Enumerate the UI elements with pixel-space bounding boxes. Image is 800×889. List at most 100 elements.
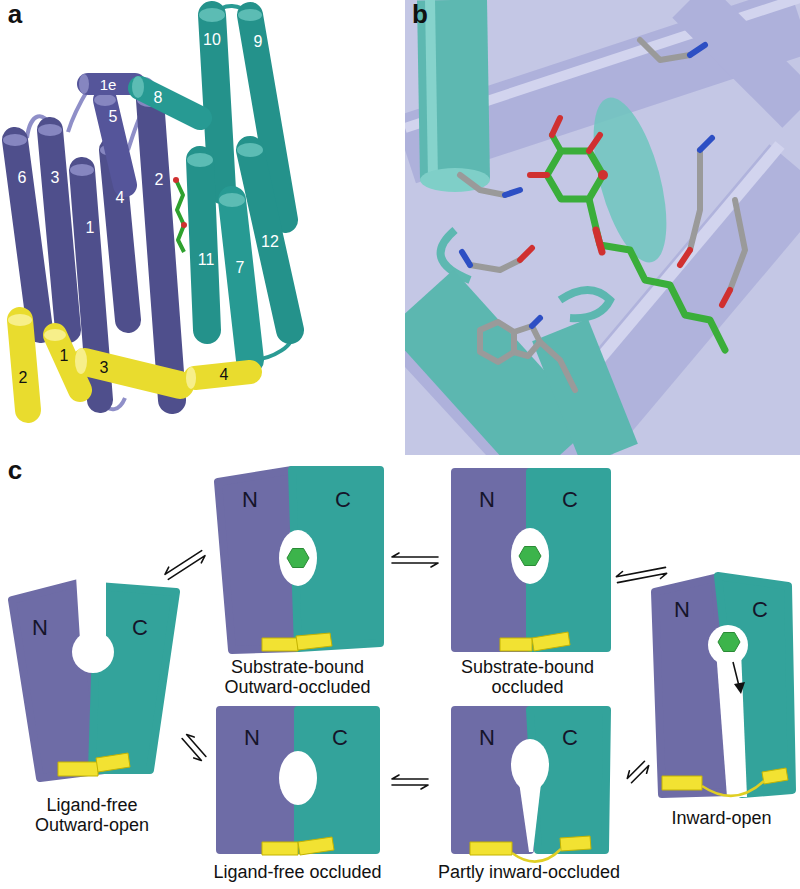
figure-shape (596, 230, 602, 252)
cavity-part (518, 775, 542, 852)
cavity-part (262, 638, 298, 651)
domain-letter: N (674, 598, 690, 622)
figure-shape (560, 290, 610, 318)
helix-number: 12 (261, 234, 279, 250)
helix-number: 1 (86, 220, 95, 236)
helix-number: 3 (100, 360, 109, 376)
cavity-part (734, 682, 745, 694)
cavity-group (58, 576, 130, 776)
state-label: Partly inward-occluded (430, 862, 628, 882)
domain-letter: N (32, 616, 48, 640)
panel-letter: b (412, 1, 428, 27)
figure-shape (238, 9, 262, 21)
cavity-drawing (205, 704, 390, 888)
helix-number: 5 (109, 109, 118, 125)
figure-shape (730, 200, 745, 290)
cavity-drawing (430, 704, 628, 888)
cavity-part (512, 849, 561, 862)
figure-shape (105, 100, 125, 185)
cavity-part (762, 768, 788, 784)
figure-shape (94, 94, 116, 106)
figure-shape (181, 222, 187, 228)
state-label-box: Substrate-bound Outward-occluded (205, 657, 390, 697)
cavity-part (262, 842, 298, 855)
cavity-part (519, 547, 541, 566)
domain-letter: C (132, 616, 148, 640)
cavity-part (279, 751, 317, 805)
cavity-drawing (648, 570, 795, 832)
figure-shape (690, 150, 700, 250)
state-label-box: Inward-open (648, 808, 795, 828)
cavity-part (718, 633, 740, 652)
figure-shape (132, 76, 144, 98)
figure-shape (430, 0, 433, 180)
domain-letter: C (335, 488, 351, 512)
cavity-part (662, 776, 702, 790)
figure-shape (560, 170, 800, 455)
state-label-box: Ligand-free Outward-open (27, 795, 157, 835)
figure-shape (50, 130, 68, 330)
helix-number: 6 (18, 170, 27, 186)
figure-shape (44, 329, 66, 341)
figure-shape (690, 0, 800, 110)
helix-number: 1 (60, 348, 69, 364)
cavity-group (500, 528, 570, 651)
domain-letter: C (332, 726, 348, 750)
equilibrium-arrow (392, 553, 438, 567)
helix-number: 7 (236, 260, 245, 276)
cavity-part (733, 662, 739, 686)
figure-shape (722, 290, 730, 305)
cavity-part (298, 837, 334, 855)
helix-number: 11 (198, 252, 215, 268)
cavity-part (716, 650, 747, 797)
figure-shape (140, 88, 200, 118)
figure-shape (470, 260, 520, 270)
state-label-box: Substrate-bound occluded (440, 657, 615, 697)
figure-shape (199, 8, 225, 22)
cavity-part (72, 631, 114, 673)
cavity-part (76, 576, 106, 640)
cavity-group (470, 739, 591, 862)
equilibrium-arrow (165, 551, 205, 580)
figure-shape (690, 45, 705, 55)
cavity-part (470, 842, 512, 855)
figure-shape (200, 160, 207, 330)
cavity-part (532, 632, 570, 651)
figure-shape (640, 40, 690, 60)
domain-letter: C (562, 726, 578, 750)
figure-shape (560, 330, 610, 455)
structure-panel (3, 6, 292, 410)
state-label: Inward-open (648, 808, 795, 828)
figure-shape (173, 177, 179, 183)
cavity-group (262, 751, 334, 855)
figure-shape (20, 320, 28, 410)
figure-shape (514, 326, 540, 356)
equilibrium-arrow (627, 761, 648, 782)
figure-shape (8, 314, 32, 326)
state-node: Partly inward-occluded N C (430, 704, 628, 888)
figure-shape (186, 367, 196, 389)
state-node: Inward-openNC (648, 570, 795, 832)
panel-letter: c (8, 457, 22, 483)
state-node: Ligand-free Outward-open N C (8, 578, 183, 840)
helix-number: 2 (19, 370, 28, 386)
figure-shape (150, 100, 172, 400)
equilibrium-arrow (182, 735, 206, 761)
figure-shape (70, 164, 94, 176)
equilibrium-arrow (392, 775, 428, 789)
figure-shape (15, 140, 40, 330)
state-label-box: Partly inward-occluded (430, 862, 628, 882)
helix-number: 1e (100, 77, 117, 92)
helix-number: 4 (116, 190, 125, 206)
domain-letter: N (242, 488, 258, 512)
state-label: Substrate-bound Outward-occluded (205, 657, 390, 697)
helix-number: 10 (203, 32, 221, 48)
cavity-part (511, 528, 549, 584)
cavity-part (96, 753, 130, 772)
figure-shape (589, 199, 725, 350)
helix-number: 4 (220, 367, 229, 383)
figure-shape (547, 151, 603, 199)
domain-letter: N (479, 726, 495, 750)
cavity-group (262, 530, 332, 651)
state-label-box: Ligand-free occluded (205, 862, 390, 882)
